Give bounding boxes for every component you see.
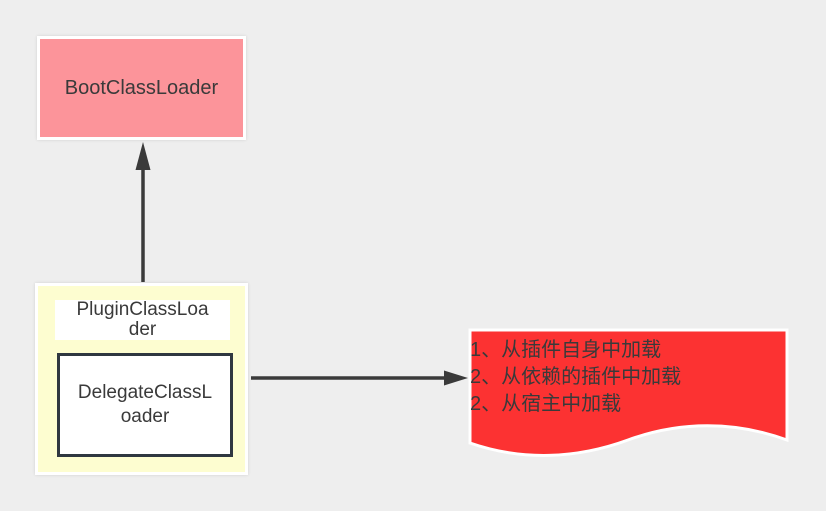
boot-class-loader-label: BootClassLoader [64,76,219,99]
arrow-plugin-to-boot [135,142,151,282]
delegate-class-loader-label: DelegateClassLoader [77,382,213,427]
plugin-class-loader-title: PluginClassLoader [55,300,230,340]
arrow-delegate-to-note [251,370,468,386]
arrow-up-head-icon [135,142,151,170]
note-document-path [468,328,789,457]
note-text: 1、从插件自身中加载 2、从依赖的插件中加载 2、从宿主中加载 [470,337,786,418]
note-line-3: 2、从宿主中加载 [470,393,622,415]
note-document-shape [468,328,789,457]
node-delegate-class-loader: DelegateClassLoader [57,353,233,457]
note-line-1: 1、从插件自身中加载 [470,339,662,361]
arrow-right-head-icon [444,370,468,386]
note-line-2: 2、从依赖的插件中加载 [470,366,682,388]
node-plugin-class-loader: PluginClassLoader DelegateClassLoader [35,283,248,475]
plugin-class-loader-label: PluginClassLoader [76,299,209,340]
node-boot-class-loader: BootClassLoader [37,36,246,140]
